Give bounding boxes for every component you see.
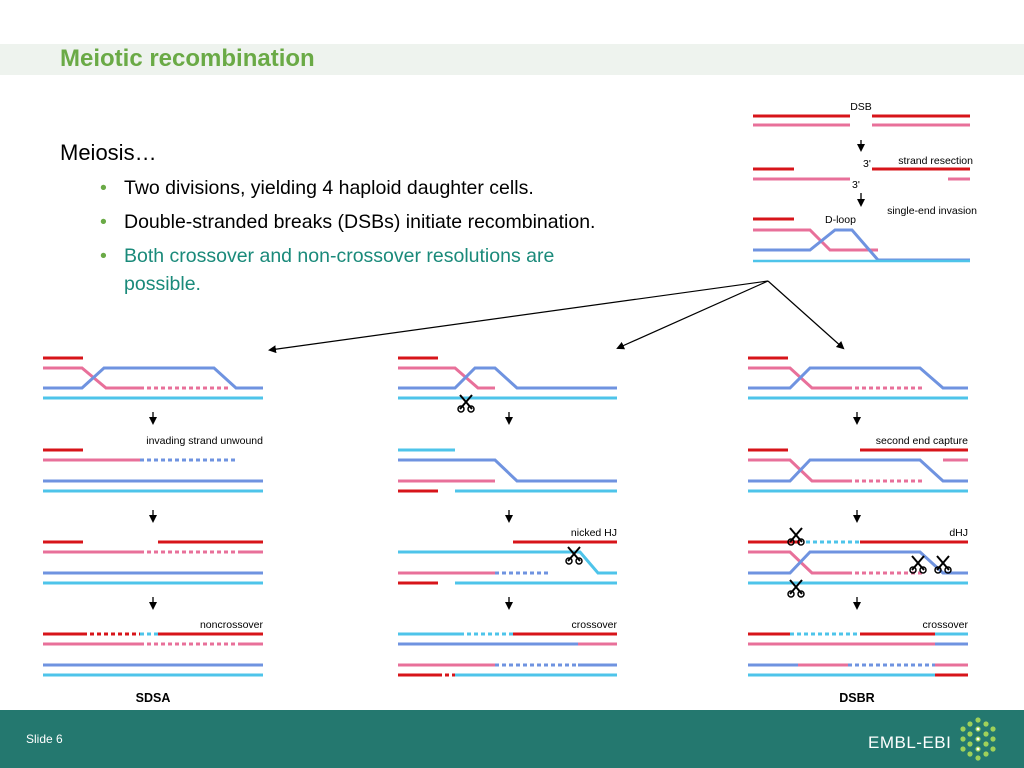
label-invading-strand-unwound: invading strand unwound	[146, 435, 263, 447]
brand-name: EMBL-EBI	[868, 733, 952, 752]
title-band	[0, 44, 1024, 75]
label-second-end-capture: second end capture	[876, 435, 968, 447]
label-nicked-hj: nicked HJ	[571, 527, 617, 539]
slide-number: Slide 6	[26, 732, 63, 746]
bullet-item: •Double-stranded breaks (DSBs) initiate …	[100, 208, 620, 236]
label-noncrossover: noncrossover	[200, 619, 264, 631]
bullet-item: •Both crossover and non-crossover resolu…	[100, 242, 620, 298]
label-single-end-invasion: single-end invasion	[887, 205, 977, 217]
label-crossover-middle: crossover	[571, 619, 617, 631]
bullet-dot-icon: •	[100, 211, 107, 233]
label-sdsa: SDSA	[136, 691, 171, 705]
label-d-loop: D-loop	[825, 214, 856, 226]
embl-logo-icon	[960, 717, 996, 761]
label-dsb: DSB	[850, 101, 872, 113]
bullet-dot-icon: •	[100, 177, 107, 199]
bullet-item: •Two divisions, yielding 4 haploid daugh…	[100, 174, 620, 202]
recombination-diagram: DSB strand resection 3' 3' single-end in…	[43, 101, 977, 705]
slide-title: Meiotic recombination	[60, 45, 315, 72]
label-strand-resection: strand resection	[898, 155, 973, 167]
label-3prime-b: 3'	[852, 179, 860, 191]
intro-heading: Meiosis…	[60, 140, 157, 165]
footer-bar	[0, 710, 1024, 768]
label-3prime-a: 3'	[863, 158, 871, 170]
label-dsbr: DSBR	[839, 691, 874, 705]
arrow-down-icon	[149, 140, 865, 610]
label-crossover-right: crossover	[922, 619, 968, 631]
bullet-dot-icon: •	[100, 245, 107, 267]
bullet-list: •Two divisions, yielding 4 haploid daugh…	[100, 174, 620, 304]
label-dhj: dHJ	[949, 527, 968, 539]
